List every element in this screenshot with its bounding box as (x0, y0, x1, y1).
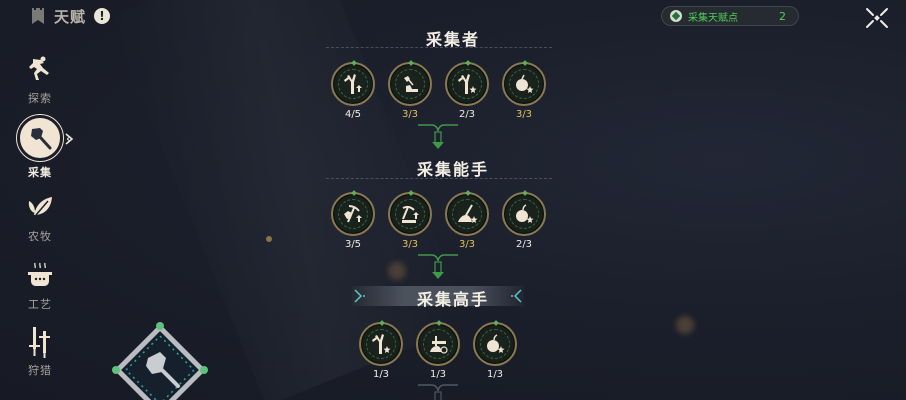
cotton-star-icon (487, 334, 505, 353)
sidebar-item-gather[interactable]: 采集 (10, 114, 74, 180)
tree-chop-up-icon (344, 74, 362, 94)
gathering-leaf-icon (670, 10, 682, 22)
talent-node[interactable]: 3/3 (444, 192, 490, 250)
talent-level: 3/3 (401, 239, 419, 250)
chevron-left-icon (511, 289, 522, 303)
tier-divider (326, 178, 552, 179)
talent-node[interactable]: 2/3 (444, 62, 490, 120)
sidebar-item-label: 狩猎 (28, 364, 52, 377)
sidebar-item-hunting[interactable]: 狩猎 (10, 326, 70, 378)
shovel-dirt-star-icon (458, 204, 478, 223)
tier-title: 采集能手 (416, 160, 489, 179)
pickaxe-ingot-up-icon (402, 205, 419, 223)
background-bokeh (266, 236, 272, 242)
close-x-icon[interactable] (864, 6, 890, 30)
tier-banner-highlight (352, 286, 524, 306)
talent-level: 3/3 (401, 109, 419, 120)
talent-level: 2/3 (515, 239, 533, 250)
sidebar-item-label: 工艺 (28, 298, 52, 311)
talent-level: 3/5 (344, 239, 362, 250)
sidebar-item-label: 农牧 (28, 230, 52, 243)
sidebar-item-farming[interactable]: 农牧 (10, 192, 70, 244)
background-bokeh (676, 316, 694, 334)
cooking-pot-icon (28, 262, 52, 286)
talent-level: 2/3 (458, 109, 476, 120)
talent-node[interactable]: 3/5 (330, 192, 376, 250)
talent-node[interactable]: 1/3 (472, 322, 518, 380)
cotton-sprig-star-icon (516, 204, 534, 223)
talent-points-value: 2 (779, 9, 786, 23)
exclamation-icon[interactable]: ! (94, 8, 111, 24)
tier-title: 采集者 (425, 30, 480, 49)
talent-node[interactable]: 3/3 (501, 62, 547, 120)
axe-icon (31, 128, 52, 150)
tier-divider (326, 47, 552, 48)
talent-level: 1/3 (486, 369, 504, 380)
sidebar-item-craft[interactable]: 工艺 (10, 260, 70, 312)
gathering-axe-emblem-icon (112, 322, 208, 400)
sidebar-item-label: 采集 (28, 166, 52, 179)
tier-title: 采集高手 (416, 290, 489, 309)
talent-node[interactable]: 3/3 (387, 62, 433, 120)
tier-connector-arrow (418, 254, 458, 279)
talent-points-label: 采集天赋点 (688, 12, 738, 24)
talent-level: 4/5 (344, 109, 362, 120)
page-title: 天赋 (54, 7, 87, 26)
talent-level: 3/3 (515, 109, 533, 120)
sidebar-item-label: 探索 (28, 92, 52, 105)
header: 天赋 ! (30, 4, 111, 28)
talent-node[interactable]: 1/3 (358, 322, 404, 380)
chevron-right-icon (354, 289, 365, 303)
tier-connector-arrow (418, 124, 458, 149)
talent-level: 1/3 (429, 369, 447, 380)
talent-level: 3/3 (458, 239, 476, 250)
talent-node[interactable]: 4/5 (330, 62, 376, 120)
runner-icon (29, 56, 49, 80)
leaf-icon (28, 197, 52, 216)
swords-icon (29, 327, 50, 358)
tree-axe-star-icon (372, 334, 391, 354)
talent-node[interactable]: 1/3 (415, 322, 461, 380)
pickaxe-ore-up-icon (344, 205, 362, 223)
talent-points-display: 采集天赋点 2 (661, 6, 799, 26)
anvil-pickaxe-icon (430, 336, 448, 354)
tier-connector-locked (418, 384, 458, 400)
stump-chop-icon (402, 76, 418, 92)
talent-node[interactable]: 2/3 (501, 192, 547, 250)
tree-chop-star-icon (458, 74, 477, 94)
talent-level: 1/3 (372, 369, 390, 380)
talent-node[interactable]: 3/3 (387, 192, 433, 250)
castle-banner-icon (32, 8, 44, 24)
sidebar-item-explore[interactable]: 探索 (10, 54, 70, 106)
chevron-right-icon (65, 133, 74, 145)
background-bokeh (388, 262, 406, 280)
cotton-star-icon (516, 74, 534, 93)
